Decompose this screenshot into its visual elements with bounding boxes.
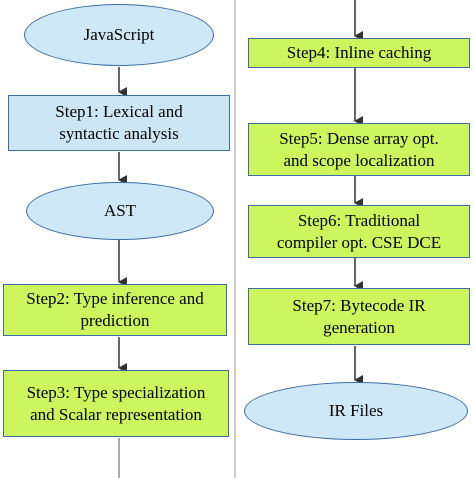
step7-box: Step7: Bytecode IR generation xyxy=(248,288,470,345)
ir-files-ellipse: IR Files xyxy=(244,382,468,440)
step6-box: Step6: Traditional compiler opt. CSE DCE xyxy=(248,205,470,258)
javascript-ellipse: JavaScript xyxy=(24,4,214,66)
step2-box: Step2: Type inference and prediction xyxy=(3,284,227,336)
ast-ellipse: AST xyxy=(26,182,214,240)
step1-box: Step1: Lexical and syntactic analysis xyxy=(8,95,230,151)
step6-label: Step6: Traditional compiler opt. CSE DCE xyxy=(276,210,442,252)
step5-box: Step5: Dense array opt. and scope locali… xyxy=(248,123,470,176)
step3-box: Step3: Type specialization and Scalar re… xyxy=(3,370,229,437)
ast-label: AST xyxy=(103,201,137,220)
step4-label: Step4: Inline caching xyxy=(286,43,432,62)
step7-label: Step7: Bytecode IR generation xyxy=(292,295,426,337)
step3-label: Step3: Type specialization and Scalar re… xyxy=(26,382,206,424)
step1-label: Step1: Lexical and syntactic analysis xyxy=(55,102,183,143)
step2-label: Step2: Type inference and prediction xyxy=(26,289,204,330)
javascript-label: JavaScript xyxy=(83,25,155,44)
step5-label: Step5: Dense array opt. and scope locali… xyxy=(279,128,439,170)
step4-box: Step4: Inline caching xyxy=(248,38,470,68)
ir-files-label: IR Files xyxy=(328,401,384,420)
